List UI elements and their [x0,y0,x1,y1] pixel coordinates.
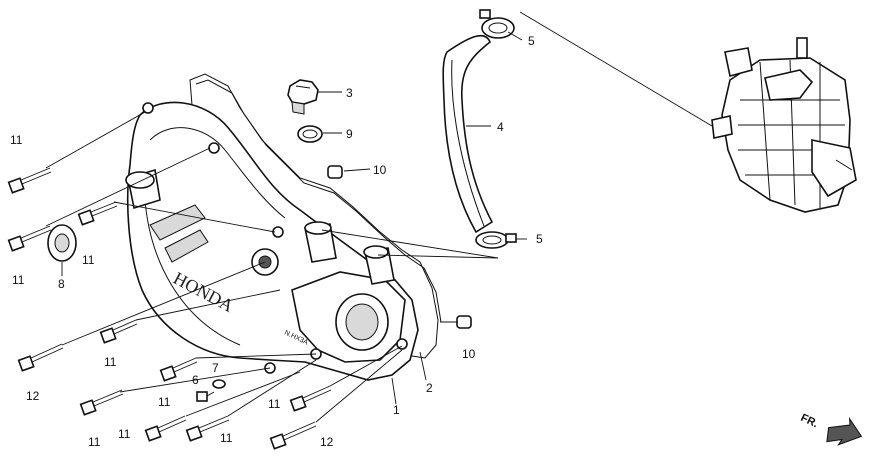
callout-11-b: 11 [12,273,25,287]
callout-10-upper: 10 [373,163,387,177]
callout-2: 2 [426,381,433,395]
bolt-11f [79,389,124,416]
callout-10-lower: 10 [462,347,476,361]
bolt-11a [7,167,52,194]
callout-11-i: 11 [268,397,281,411]
small-bolt-6 [196,391,215,402]
callout-1: 1 [393,403,400,417]
callout-9: 9 [346,127,353,141]
callout-7: 7 [212,361,219,375]
bolt-11e [159,357,198,382]
bolt-11d [99,319,138,344]
callout-11-a: 11 [10,133,23,147]
hose-clamp-lower [475,231,517,249]
bolt-12b [269,421,317,450]
bolt-11b [7,225,52,252]
dowel-pin-lower [456,315,472,329]
callout-5-upper: 5 [528,34,535,48]
callout-6: 6 [192,373,199,387]
callout-11-f: 11 [88,435,101,449]
sealing-washer [297,125,323,143]
callout-11-e: 11 [158,395,171,409]
callout-5-lower: 5 [536,232,543,246]
leader-lines [45,11,713,423]
front-direction-label: FR. [799,412,820,430]
callout-11-c: 11 [82,253,95,267]
drain-plug [287,79,319,115]
callout-3: 3 [346,86,353,100]
callout-8: 8 [58,277,65,291]
dowel-pin-upper [327,165,343,179]
bolt-11h [185,415,230,442]
front-direction-arrow: FR. [799,412,863,446]
callout-12-b: 12 [320,435,334,449]
washer-7 [212,379,226,389]
bolt-11c [77,201,118,226]
callout-11-g: 11 [118,427,131,441]
oil-seal [47,224,77,262]
bolt-12a [17,343,64,372]
radiator-hose [442,34,494,234]
bolt-11i [289,385,332,412]
bolt-11g [144,415,187,442]
callout-12-a: 12 [26,389,40,403]
cylinder-assembly [711,37,857,213]
callout-4: 4 [497,120,504,134]
clutch-cover: HONDA N.HX3A [125,101,419,381]
hose-clamp-upper [479,9,515,39]
callout-labels: 1 2 3 4 5 5 6 7 8 9 10 10 11 11 11 11 11… [10,34,543,449]
callout-11-h: 11 [220,431,233,445]
callout-11-d: 11 [104,355,117,369]
